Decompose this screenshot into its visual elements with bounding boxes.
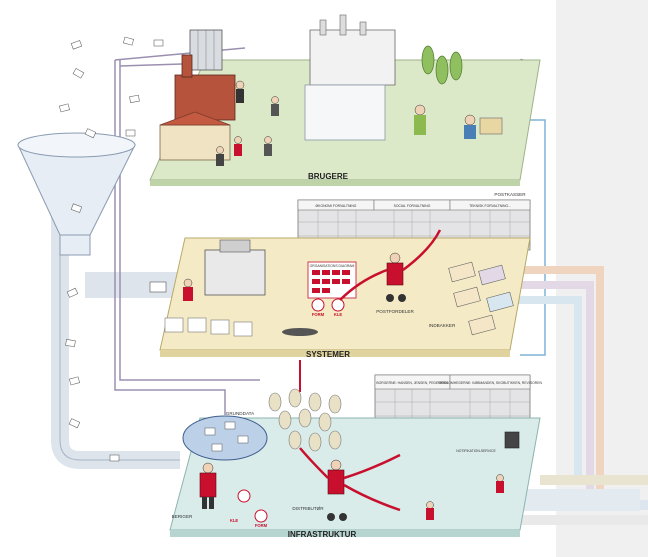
mailbox-section-businesses: VIRKSOMHEDERNE: KØBMANDEN, SKOBUTIKKEN, … [438, 381, 542, 385]
systems-layer: ORGANISATIONS DIAGRAM FORM KLE POSTFORDE… [149, 229, 531, 359]
infrastructure-layer-label: INFRASTRUKTUR [288, 530, 357, 539]
systems-form-badge: FORM [312, 312, 325, 317]
distributor-label: DISTRIBUTØR [292, 506, 324, 511]
beriger-label: BERIGER [172, 514, 193, 519]
mailbox-section-economy: ØKONOMI FORVALTNING [316, 204, 357, 208]
systems-layer-label: SYSTEMER [306, 350, 350, 359]
mailbox-section-social: SOCIAL FORVALTNING [394, 204, 431, 208]
notification-service-label: NOTIFIKATION-SERVICE [456, 449, 496, 453]
mailbox-section-technical: TEKNISK FORVALTNING... [469, 204, 511, 208]
systems-kle-badge: KLE [334, 312, 343, 317]
authority-mailboxes-title: POSTKASSER [494, 192, 526, 197]
grunddata-label: GRUNDDATA [226, 411, 255, 416]
postfordeler-label: POSTFORDELER [376, 309, 414, 314]
infra-kle-badge: KLE [230, 518, 239, 523]
mailbox-section-citizens: BORGERNE: HANSEN, JENSEN, PEDERSEN [376, 381, 448, 385]
users-layer-label: BRUGERE [308, 172, 349, 181]
users-layer: BRUGERE [149, 14, 541, 186]
funnel [17, 132, 136, 256]
org-diagram-label: ORGANISATIONS DIAGRAM [310, 264, 355, 268]
infrastructure-layer: GRUNDDATA BERIGER KLE FOR [169, 388, 541, 539]
indbakker-label: INDBAKKER [429, 323, 456, 328]
infra-form-badge: FORM [255, 523, 268, 528]
